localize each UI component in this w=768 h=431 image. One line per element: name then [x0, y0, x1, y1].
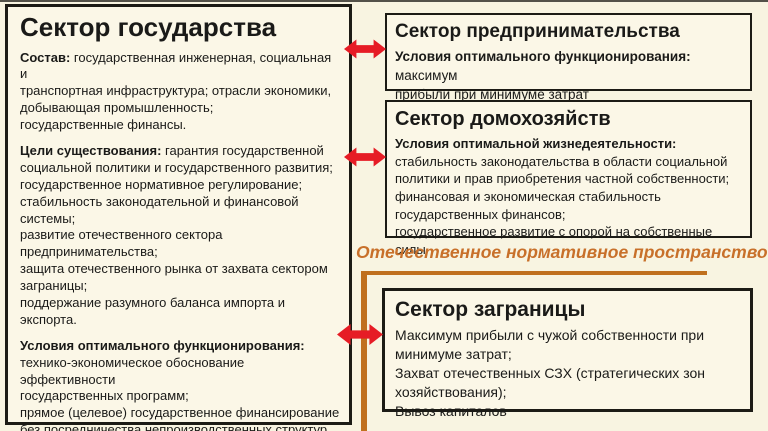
double-arrow-state-household-icon — [344, 147, 386, 167]
foreign-sector-text: Максимум прибыли с чужой собственности п… — [395, 327, 705, 420]
top-border-line — [0, 0, 768, 2]
conditions-text: технико-экономическое обоснование эффект… — [20, 354, 340, 431]
entrepreneurship-conditions-text: максимум прибыли при минимуме затрат — [395, 67, 589, 102]
entrepreneurship-sector-title: Сектор предпринимательства — [395, 21, 680, 42]
state-sector-conditions: Условия оптимального функционирования: т… — [20, 338, 341, 431]
foreign-sector-box: Сектор заграницы Максимум прибыли с чужо… — [382, 288, 753, 419]
state-sector-box: Сектор государства Состав: государственн… — [5, 4, 352, 431]
entrepreneurship-sector-box: Сектор предпринимательства Условия оптим… — [385, 13, 752, 102]
normative-space-boundary-horizontal — [362, 271, 707, 275]
entrepreneurship-conditions-label: Условия оптимального функционирования: — [395, 48, 691, 64]
goals-label: Цели существования: — [20, 142, 162, 158]
household-sector-title: Сектор домохозяйств — [395, 108, 611, 130]
household-conditions-label: Условия оптимальной жизнедеятельности: — [395, 136, 677, 151]
composition-text: государственная инженерная, социальная и… — [20, 49, 332, 133]
foreign-sector-title: Сектор заграницы — [395, 298, 586, 321]
household-conditions-text: стабильность законодательства в области … — [395, 153, 730, 258]
goals-text: гарантия государственной социальной поли… — [20, 142, 333, 327]
entrepreneurship-sector-text: Условия оптимального функционирования: м… — [395, 48, 742, 105]
household-sector-box: Сектор домохозяйств Условия оптимальной … — [385, 100, 752, 257]
state-sector-title: Сектор государства — [20, 12, 277, 42]
state-sector-goals: Цели существования: гарантия государстве… — [20, 143, 341, 329]
household-sector-text: Условия оптимальной жизнедеятельности: с… — [395, 135, 742, 259]
composition-label: Состав: — [20, 49, 71, 65]
double-arrow-state-entrepreneurship-icon — [344, 39, 386, 59]
state-sector-composition: Состав: государственная инженерная, соци… — [20, 50, 341, 134]
normative-space-boundary-vertical — [361, 271, 367, 431]
normative-space-label: Отечественное нормативное пространство — [356, 242, 768, 262]
double-arrow-state-foreign-icon — [337, 324, 383, 345]
conditions-label: Условия оптимального функционирования: — [20, 337, 305, 353]
